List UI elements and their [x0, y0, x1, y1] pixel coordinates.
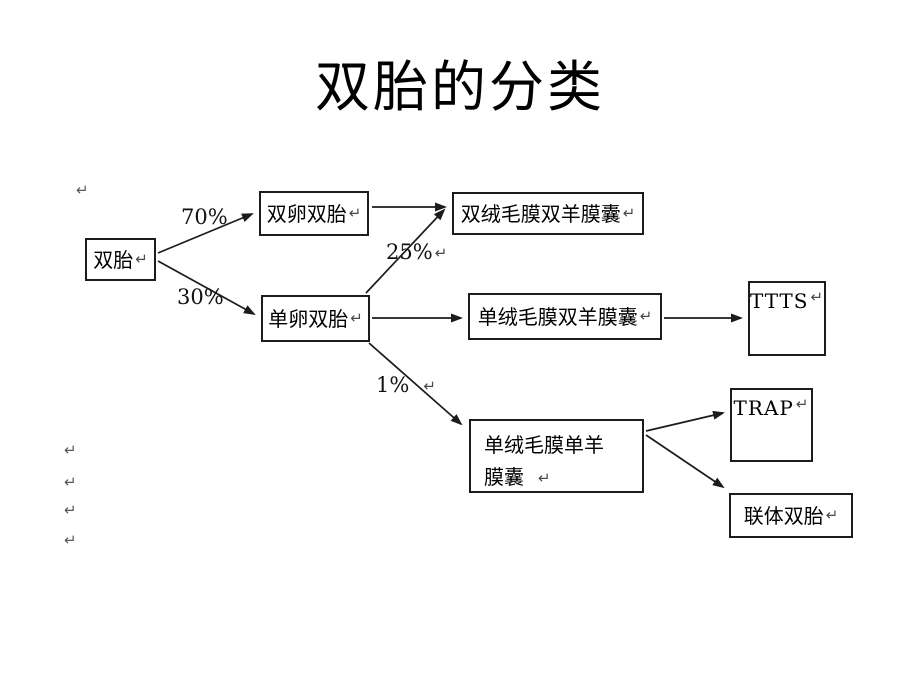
node-ttts-label: TTTS	[749, 289, 809, 313]
edge-label-25pct: 25%↵	[386, 240, 448, 264]
return-mark-icon: ↵	[434, 244, 448, 262]
edge-monomono-trap	[645, 410, 725, 432]
node-conjoined-twins-label: 联体双胎	[743, 503, 824, 528]
return-mark-icon: ↵	[423, 377, 436, 395]
edge-label-70pct: 70%	[181, 205, 228, 229]
return-mark-icon: ↵	[64, 473, 77, 491]
node-dichorionic-diamniotic: 双绒毛膜双羊膜囊↵	[452, 192, 644, 235]
return-mark-icon: ↵	[135, 249, 148, 268]
return-mark-icon: ↵	[64, 531, 77, 549]
return-mark-icon: ↵	[810, 288, 825, 306]
page-title: 双胎的分类	[314, 55, 605, 119]
node-twins-label: 双胎	[93, 247, 134, 272]
node-monozygotic-twins: 单卵双胎↵	[261, 295, 370, 342]
return-mark-icon: ↵	[64, 441, 77, 459]
node-twins: 双胎↵	[85, 238, 156, 281]
return-mark-icon: ↵	[76, 181, 89, 199]
node-trap: TRAP↵	[730, 388, 813, 462]
return-mark-icon: ↵	[825, 505, 839, 524]
node-conjoined-twins: 联体双胎↵	[729, 493, 853, 538]
node-dichorionic-diamniotic-label: 双绒毛膜双羊膜囊	[460, 201, 621, 226]
node-monozygotic-twins-label: 单卵双胎	[268, 306, 349, 331]
edge-monomono-conjoined	[645, 434, 725, 489]
return-mark-icon: ↵	[639, 306, 653, 325]
node-monochorionic-monoamniotic-label: 单绒毛膜单羊膜囊	[484, 433, 604, 489]
edge-label-1pct: 1%↵	[376, 373, 436, 397]
node-monochorionic-diamniotic: 单绒毛膜双羊膜囊↵	[468, 293, 662, 340]
node-ttts: TTTS↵	[748, 281, 826, 356]
return-mark-icon: ↵	[795, 395, 810, 413]
return-mark-icon: ↵	[64, 501, 77, 519]
node-dizygotic-twins-label: 双卵双胎	[266, 201, 347, 226]
edge-label-30pct: 30%	[177, 285, 224, 309]
return-mark-icon: ↵	[622, 203, 636, 222]
node-monochorionic-diamniotic-label: 单绒毛膜双羊膜囊	[477, 304, 638, 329]
node-monochorionic-monoamniotic: 单绒毛膜单羊膜囊↵	[469, 419, 644, 493]
return-mark-icon: ↵	[538, 469, 551, 487]
node-dizygotic-twins: 双卵双胎↵	[259, 191, 369, 236]
return-mark-icon: ↵	[350, 308, 363, 327]
node-trap-label: TRAP	[733, 396, 794, 420]
return-mark-icon: ↵	[348, 203, 362, 222]
